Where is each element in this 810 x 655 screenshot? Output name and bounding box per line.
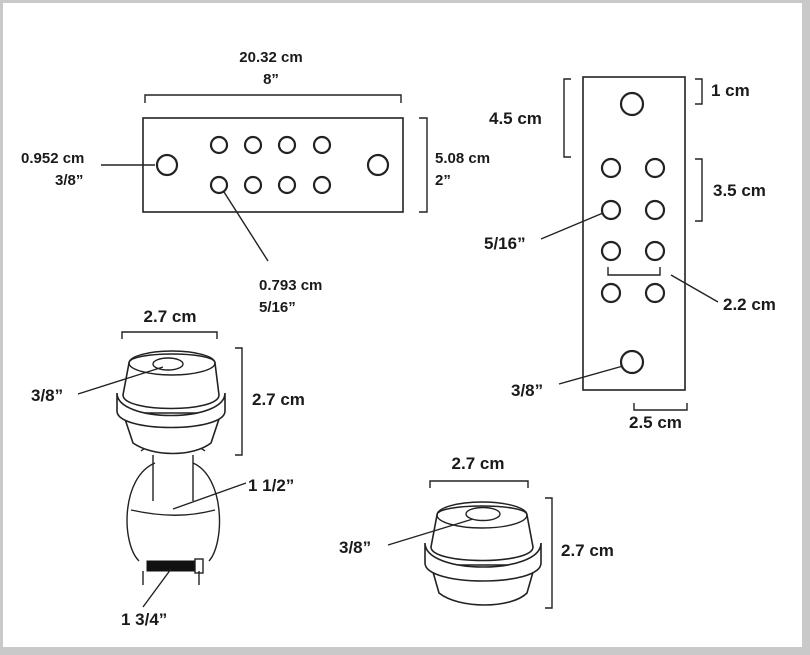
- bushing-height-label: 2.7 cm: [561, 541, 614, 560]
- large-hole-label: 3/8”: [511, 381, 543, 400]
- clamp-inner-label: 1 1/2”: [248, 476, 294, 495]
- end-hole-in-label: 3/8”: [55, 172, 83, 189]
- bushing-bore: [152, 357, 184, 371]
- bushing-width-label: 2.7 cm: [452, 454, 505, 473]
- small-hole: [312, 135, 332, 155]
- small-hole: [277, 175, 297, 195]
- small-hole: [209, 175, 229, 195]
- bushing-top-rim: [128, 350, 216, 376]
- bushing-flange: [424, 542, 542, 582]
- height-in-label: 2”: [435, 172, 451, 189]
- clamp-inner-leader: [172, 482, 247, 510]
- horizontal-plate: [142, 117, 404, 213]
- top-section-label: 4.5 cm: [489, 109, 542, 128]
- hole-pitch-bracket: [695, 158, 703, 222]
- top-offset-label: 1 cm: [711, 81, 750, 100]
- vertical-plate: [582, 76, 686, 391]
- clamp-legs: [142, 571, 200, 585]
- small-hole: [644, 157, 666, 179]
- hole-pitch-label: 3.5 cm: [713, 181, 766, 200]
- column-gap-label: 2.2 cm: [723, 295, 776, 314]
- small-hole: [243, 135, 263, 155]
- end-hole-left: [155, 153, 179, 177]
- clamp-inner-line: [130, 509, 216, 516]
- small-hole-cm-label: 0.793 cm: [259, 277, 322, 294]
- top-hole: [619, 91, 645, 117]
- column-gap-leader: [670, 274, 719, 303]
- hardware-diagram: 20.32 cm 8” 5.08 cm 2” 0.952 cm 3/8” 0.7…: [21, 49, 776, 629]
- bushing-cap: [430, 505, 534, 562]
- height-bracket: [419, 117, 428, 213]
- clamp-outer-label: 1 3/4”: [121, 610, 167, 629]
- small-hole: [209, 135, 229, 155]
- bushing-flange: [116, 392, 226, 429]
- small-hole-label: 5/16”: [484, 234, 526, 253]
- width-in-label: 8”: [263, 71, 279, 88]
- top-offset-bracket: [695, 78, 703, 105]
- bottom-width-bracket: [633, 403, 688, 411]
- bushing-width-bracket: [121, 331, 218, 339]
- small-hole: [600, 157, 622, 179]
- bushing-height-bracket: [545, 497, 553, 609]
- bushing-bore-leader: [77, 366, 164, 395]
- bushing-width-label: 2.7 cm: [144, 307, 197, 326]
- height-cm-label: 5.08 cm: [435, 150, 490, 167]
- small-hole: [600, 199, 622, 221]
- small-hole: [600, 282, 622, 304]
- small-hole: [644, 282, 666, 304]
- clamp-outer-leader: [142, 568, 172, 608]
- small-hole: [243, 175, 263, 195]
- small-hole-leader: [540, 212, 604, 240]
- vertical-plate-group: 1 cm 4.5 cm 3.5 cm 5/16” 2.2 cm 3/8” 2.5…: [484, 76, 776, 432]
- horizontal-plate-group: 20.32 cm 8” 5.08 cm 2” 0.952 cm 3/8” 0.7…: [21, 49, 490, 316]
- width-cm-label: 20.32 cm: [239, 49, 302, 66]
- bushing-bore-label: 3/8”: [339, 538, 371, 557]
- bushing-bore-label: 3/8”: [31, 386, 63, 405]
- small-hole-in-label: 5/16”: [259, 299, 296, 316]
- small-hole: [600, 240, 622, 262]
- width-bracket: [144, 94, 402, 103]
- bottom-hole: [619, 349, 645, 375]
- bottom-width-label: 2.5 cm: [629, 413, 682, 432]
- bushing-single-group: 2.7 cm 2.7 cm 3/8”: [339, 454, 614, 609]
- bolt-shank: [152, 455, 194, 501]
- small-hole: [312, 175, 332, 195]
- bushing-width-bracket: [429, 480, 529, 488]
- clamp-nut: [194, 558, 204, 574]
- bushing-height-bracket: [235, 347, 243, 456]
- bushing-bore: [465, 506, 501, 522]
- bushing-cap: [122, 353, 220, 410]
- bushing-clamp-group: 2.7 cm 2.7 cm 3/8” 1 1/2” 1 3/4”: [31, 307, 305, 629]
- small-hole: [277, 135, 297, 155]
- small-hole: [644, 199, 666, 221]
- clamp-ring: [126, 462, 221, 562]
- end-hole-cm-label: 0.952 cm: [21, 150, 84, 167]
- end-hole-right: [366, 153, 390, 177]
- top-section-bracket: [563, 78, 571, 158]
- bushing-bore-leader: [387, 518, 474, 546]
- small-hole-leader: [223, 191, 269, 262]
- small-hole: [644, 240, 666, 262]
- bushing-top-rim: [436, 501, 528, 529]
- bushing-height-label: 2.7 cm: [252, 390, 305, 409]
- column-gap-bracket: [607, 267, 661, 276]
- large-hole-leader: [558, 365, 624, 385]
